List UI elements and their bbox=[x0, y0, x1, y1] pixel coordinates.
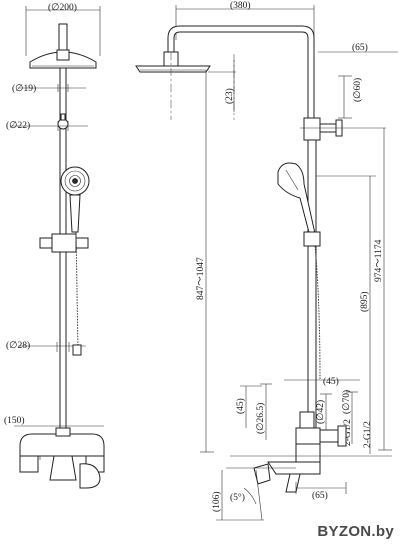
thread-g12-1: 2-G1/2 bbox=[343, 419, 353, 446]
front-view: (∅200) (∅19) (∅22) bbox=[4, 2, 105, 489]
dim-height-974-1174: 974～1174 bbox=[374, 239, 384, 282]
dim-width-150: (150) bbox=[4, 415, 25, 426]
hand-shower-side bbox=[277, 162, 321, 247]
dim-diameter-200: (∅200) bbox=[48, 2, 77, 13]
dim-height-895: (895) bbox=[359, 291, 370, 312]
dim-width-65-top: (65) bbox=[352, 42, 368, 53]
slide-holder bbox=[39, 233, 89, 253]
dim-diameter-70: (∅70) bbox=[341, 390, 352, 414]
hose-side bbox=[314, 245, 321, 381]
dim-width-380: (380) bbox=[230, 0, 251, 11]
dim-diameter-60: (∅60) bbox=[352, 78, 363, 102]
diverter-knob bbox=[57, 113, 69, 130]
mixer-body-side bbox=[226, 411, 392, 493]
overhead-shower-head bbox=[29, 23, 97, 69]
side-view: (380) (23) (65) (∅60) bbox=[135, 0, 398, 521]
hand-shower-head bbox=[60, 166, 90, 233]
dim-angle-5: (5°) bbox=[230, 492, 245, 503]
dim-height-847-1047: 847～1047 bbox=[196, 257, 206, 300]
diverter-side bbox=[300, 117, 386, 141]
dim-height-23: (23) bbox=[224, 88, 235, 104]
mixer-body-front bbox=[19, 427, 105, 489]
thread-g12-2: 2-G1/2 bbox=[363, 421, 373, 448]
dim-diameter-19: (∅19) bbox=[12, 83, 36, 94]
overhead-arm bbox=[135, 25, 315, 121]
riser-pipe-side bbox=[307, 139, 317, 431]
hose-front bbox=[75, 231, 79, 351]
dim-height-106: (106) bbox=[211, 491, 222, 512]
watermark: BYZON.by bbox=[317, 523, 394, 540]
dim-height-45-left: (45) bbox=[235, 398, 246, 414]
dim-width-45-right: (45) bbox=[323, 376, 339, 387]
dim-diameter-26-5: (∅26.5) bbox=[255, 403, 266, 434]
dim-diameter-42: (∅42) bbox=[315, 400, 326, 424]
dim-width-65-bottom: (65) bbox=[312, 490, 328, 501]
dim-diameter-28: (∅28) bbox=[6, 340, 30, 351]
dim-diameter-22: (∅22) bbox=[6, 120, 30, 131]
